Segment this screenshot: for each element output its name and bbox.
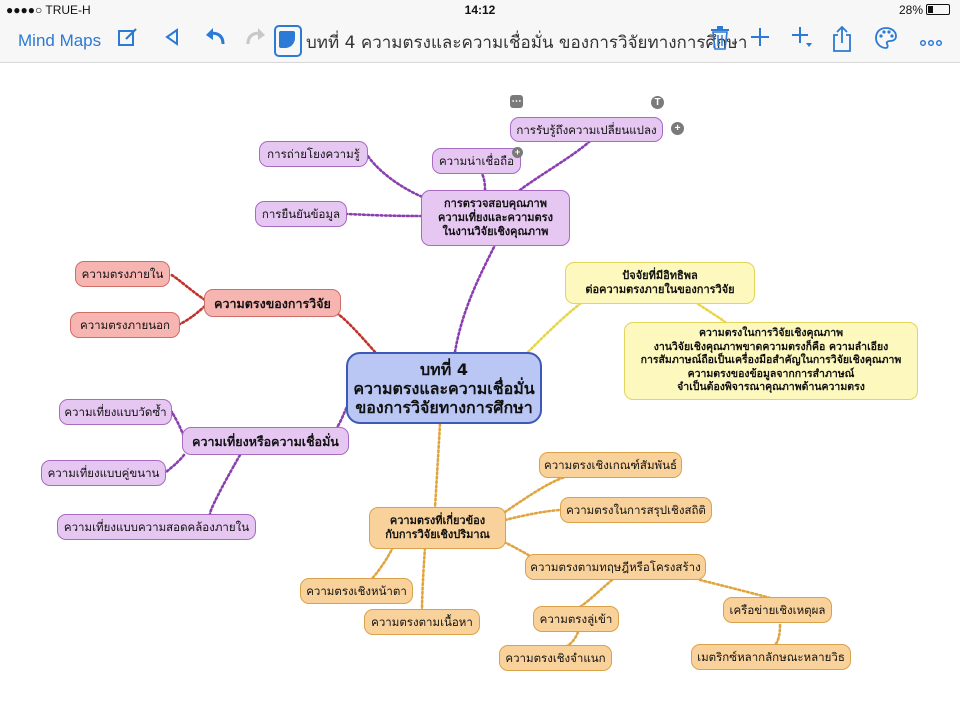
undo-icon[interactable] xyxy=(201,26,229,56)
link-quant-content xyxy=(420,546,427,612)
topic-research-validity[interactable]: ความตรงของการวิจัย xyxy=(204,289,341,317)
more-icon[interactable] xyxy=(916,26,946,56)
topic-knowledge-transfer[interactable]: การถ่ายโยงความรู้ xyxy=(259,141,368,167)
topic-qualitative-quality[interactable]: การตรวจสอบคุณภาพ ความเที่ยงและความตรง ใน… xyxy=(421,190,570,246)
topic-external-validity[interactable]: ความตรงภายนอก xyxy=(70,312,180,338)
topic-statistical-conclusion[interactable]: ความตรงในการสรุปเชิงสถิติ xyxy=(560,497,712,523)
link-central-factors xyxy=(523,298,587,357)
topic-nomological-network[interactable]: เครือข่ายเชิงเหตุผล xyxy=(723,597,832,623)
topic-convergent-validity[interactable]: ความตรงลู่เข้า xyxy=(533,606,619,632)
note-qualitative-validity[interactable]: ความตรงในการวิจัยเชิงคุณภาพ งานวิจัยเชิง… xyxy=(624,322,918,400)
link-reliability-parallel xyxy=(164,453,186,474)
link-validity-external xyxy=(178,304,207,326)
topic-construct-validity[interactable]: ความตรงตามทฤษฎีหรือโครงสร้าง xyxy=(525,554,706,580)
topic-test-retest[interactable]: ความเที่ยงแบบวัดซ้ำ xyxy=(59,399,172,425)
link-central-quant xyxy=(433,422,442,510)
mind-maps-back-button[interactable]: Mind Maps xyxy=(18,31,102,50)
topic-face-validity[interactable]: ความตรงเชิงหน้าตา xyxy=(300,578,413,604)
add-node-icon[interactable]: + xyxy=(671,122,684,135)
topic-change-awareness[interactable]: การรับรู้ถึงความเปลี่ยนแปลง xyxy=(510,117,663,142)
clock: 14:12 xyxy=(464,3,496,17)
link-central-quality xyxy=(453,243,497,354)
battery-indicator: 28% xyxy=(899,3,950,17)
link-quality-transfer xyxy=(366,154,432,202)
topic-discriminant-validity[interactable]: ความตรงเชิงจำแนก xyxy=(499,645,612,671)
palette-icon[interactable] xyxy=(872,26,900,56)
carrier-signal: ●●●●○ TRUE-H xyxy=(6,3,91,17)
edit-icon[interactable] xyxy=(114,26,142,56)
link-central-validity xyxy=(333,310,377,354)
topic-internal-consistency[interactable]: ความเที่ยงแบบความสอดคล้องภายใน xyxy=(57,514,256,540)
toolbar: Mind Maps บทที่ 4 ความตรงและความเชื่อมั่… xyxy=(0,20,960,63)
link-quality-credibility xyxy=(479,170,487,192)
topic-parallel-forms[interactable]: ความเที่ยงแบบคู่ขนาน xyxy=(41,460,166,486)
add-child-icon[interactable] xyxy=(789,26,815,56)
battery-icon xyxy=(926,4,950,15)
link-construct-network xyxy=(698,578,772,600)
note-icon[interactable]: ⋯ xyxy=(510,95,523,108)
share-icon[interactable] xyxy=(830,25,854,56)
document-title[interactable]: บทที่ 4 ความตรงและความเชื่อมั่น ของการวิ… xyxy=(306,33,748,53)
topic-content-validity[interactable]: ความตรงตามเนื้อหา xyxy=(364,609,480,635)
link-network-mtmm xyxy=(773,623,782,647)
link-quality-confirm xyxy=(345,212,424,218)
topic-credibility[interactable]: ความน่าเชื่อถือ xyxy=(432,148,521,174)
link-validity-internal xyxy=(168,272,207,302)
document-icon[interactable] xyxy=(274,25,302,57)
text-badge-icon[interactable]: T xyxy=(651,96,664,109)
status-bar: ●●●●○ TRUE-H 14:12 28% xyxy=(0,0,960,20)
plus-icon[interactable] xyxy=(748,26,772,56)
topic-data-confirmation[interactable]: การยืนยันข้อมูล xyxy=(255,201,347,227)
battery-percent: 28% xyxy=(898,3,923,17)
central-topic[interactable]: บทที่ 4 ความตรงและความเชื่อมั่น ของการวิ… xyxy=(346,352,542,424)
trash-icon[interactable] xyxy=(707,26,733,56)
link-factors-note xyxy=(693,300,727,324)
redo-icon[interactable] xyxy=(242,26,270,56)
topic-criterion-validity[interactable]: ความตรงเชิงเกณฑ์สัมพันธ์ xyxy=(539,452,682,478)
topic-mtmm-matrix[interactable]: เมตริกซ์หลากลักษณะหลายวิธ xyxy=(691,644,851,670)
topic-reliability[interactable]: ความเที่ยงหรือความเชื่อมั่น xyxy=(182,427,349,455)
link-construct-convergent xyxy=(578,578,614,609)
link-quality-change xyxy=(518,139,592,192)
back-triangle-icon[interactable] xyxy=(160,26,184,56)
topic-internal-validity[interactable]: ความตรงภายใน xyxy=(75,261,170,287)
topic-influencing-factors[interactable]: ปัจจัยที่มีอิทธิพล ต่อความตรงภายในของการ… xyxy=(565,262,755,304)
add-node-icon[interactable]: + xyxy=(512,147,523,158)
topic-quantitative-validity[interactable]: ความตรงที่เกี่ยวข้อง กับการวิจัยเชิงปริม… xyxy=(369,507,506,549)
link-reliability-internal xyxy=(208,453,242,516)
link-quant-stat xyxy=(503,508,562,522)
